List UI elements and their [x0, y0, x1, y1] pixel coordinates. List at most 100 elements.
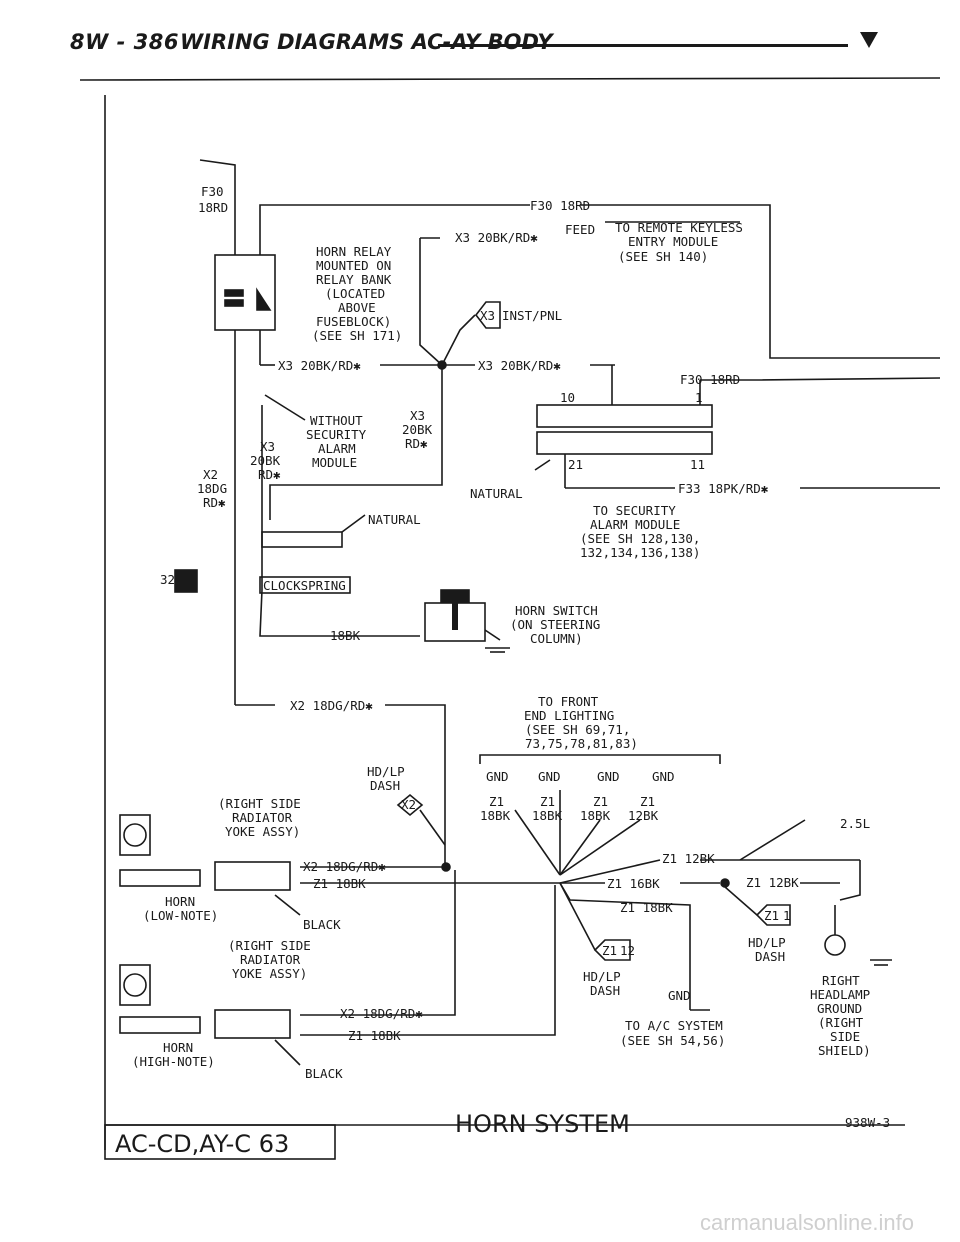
label-hdlp-m2: DASH — [590, 983, 620, 998]
label-x2-left-1: X2 — [203, 467, 218, 482]
arrow-natural-r — [534, 459, 551, 471]
label-without-2: SECURITY — [306, 427, 367, 442]
diagram-code-left: AC-CD,AY-C 63 — [115, 1130, 289, 1158]
connector-z1-1 — [755, 904, 791, 926]
label-without-4: MODULE — [312, 455, 357, 470]
label-horn-low-2: (LOW-NOTE) — [143, 908, 218, 923]
label-black-a: BLACK — [303, 917, 341, 932]
label-rh-2: HEADLAMP — [810, 987, 870, 1002]
relay-coil — [224, 289, 244, 297]
label-front-2: END LIGHTING — [524, 708, 614, 723]
label-rh-4: (RIGHT — [818, 1015, 864, 1030]
label-rsr-1b: RADIATOR — [232, 810, 293, 825]
label-keyless-1: TO REMOTE KEYLESS — [615, 220, 743, 235]
label-security-1: TO SECURITY — [593, 503, 676, 518]
label-x2-left-2: 18DG — [197, 481, 227, 496]
connector-z1-12 — [593, 939, 631, 961]
diagram-title: HORN SYSTEM — [455, 1110, 630, 1138]
label-rsr-2a: (RIGHT SIDE — [228, 938, 311, 953]
label-security-3: (SEE SH 128,130, — [580, 531, 700, 546]
label-horn-relay-4: (LOCATED — [325, 286, 385, 301]
label-x3-left-1: X3 — [260, 439, 275, 454]
arrow-without — [264, 394, 306, 421]
label-x3-v2: 20BK — [402, 422, 433, 437]
label-pin-11: 11 — [690, 457, 705, 472]
label-z1-12bk-a: 12BK — [628, 808, 659, 823]
arrow-natural-l — [341, 514, 366, 533]
label-x3-mid-right: X3 20BK/RD✱ — [478, 358, 561, 373]
label-horn-relay-1: HORN RELAY — [316, 244, 392, 259]
label-hdlp-r1: HD/LP — [748, 935, 786, 950]
label-horn-high-2: (HIGH-NOTE) — [132, 1054, 215, 1069]
label-f30: F30 — [201, 184, 224, 199]
label-z1-1n: 1 — [783, 908, 791, 923]
connector-x3-inst — [474, 301, 501, 329]
label-rsr-2c: YOKE ASSY) — [232, 966, 307, 981]
label-x3-v1: X3 — [410, 408, 425, 423]
label-z1-12n: 12 — [620, 943, 635, 958]
label-black-b: BLACK — [305, 1066, 343, 1081]
wire-x2-conn — [419, 809, 446, 846]
c32-connector-icon — [174, 569, 198, 593]
label-feed: FEED — [565, 222, 595, 237]
headlamp-ground-icon — [824, 934, 846, 956]
frame-top — [79, 77, 941, 81]
wire-z1-12 — [559, 882, 596, 951]
label-horn-relay-6: FUSEBLOCK) — [316, 314, 391, 329]
security-connector-bottom — [536, 431, 713, 455]
wire-x2-high — [300, 870, 456, 1016]
label-without-3: ALARM — [318, 441, 356, 456]
label-horn-relay-2: MOUNTED ON — [316, 258, 391, 273]
label-x2-18dg-c: X2 18DG/RD✱ — [340, 1006, 423, 1021]
label-z1-18bk-d: Z1 18BK — [348, 1028, 401, 1043]
label-f30-18rd-left: 18RD — [198, 200, 228, 215]
label-x2-conn: X2 — [401, 797, 416, 812]
label-keyless-2: ENTRY MODULE — [628, 234, 718, 249]
high-horn-connector — [119, 1016, 201, 1034]
label-rh-3: GROUND — [817, 1001, 862, 1016]
label-rh-1: RIGHT — [822, 973, 860, 988]
page-title: WIRING DIAGRAMS AC-AY BODY — [180, 30, 553, 54]
high-horn-plug — [214, 1009, 291, 1039]
label-z1-18bk-a2: 18BK — [532, 808, 563, 823]
security-connector-top — [536, 404, 713, 428]
label-18bk: 18BK — [330, 628, 361, 643]
label-z1-12bk-b: Z1 12BK — [662, 851, 715, 866]
label-z1-a3: Z1 — [593, 794, 608, 809]
wire-x3-inst — [441, 314, 476, 366]
wire-z1-12bk — [559, 859, 661, 884]
label-pin-21: 21 — [568, 457, 583, 472]
label-ac-2: (SEE SH 54,56) — [620, 1033, 725, 1048]
wire-18bk — [259, 405, 420, 637]
label-hdlp-m1: HD/LP — [583, 969, 621, 984]
label-front-3: (SEE SH 69,71, — [525, 722, 630, 737]
label-hdlp-top-1: HD/LP — [367, 764, 405, 779]
splice-z1 — [720, 878, 730, 888]
horn-switch-button-icon — [440, 589, 470, 603]
label-z1-a1: Z1 — [489, 794, 504, 809]
label-x3-mid-left: X3 20BK/RD✱ — [278, 358, 361, 373]
label-z1-18bk-b: Z1 18BK — [313, 876, 366, 891]
wire-f30-left — [199, 159, 236, 230]
label-gnd-3: GND — [597, 769, 620, 784]
label-pin-1: 1 — [695, 390, 703, 405]
low-horn-plug — [214, 861, 291, 891]
wire-x3-up — [419, 238, 443, 366]
label-f30-18rd-top: F30 18RD — [530, 198, 590, 213]
label-pin-10: 10 — [560, 390, 575, 405]
label-x3-left-2: 20BK — [250, 453, 281, 468]
connector-x2 — [396, 793, 424, 817]
label-rh-5: SIDE — [830, 1029, 860, 1044]
label-x3-20bk-top: X3 20BK/RD✱ — [455, 230, 538, 245]
label-horn-high-1: HORN — [163, 1040, 193, 1055]
label-security-2: ALARM MODULE — [590, 517, 680, 532]
label-horn-switch-1: HORN SWITCH — [515, 603, 598, 618]
high-horn-body — [119, 964, 151, 1006]
label-front-1: TO FRONT — [538, 694, 599, 709]
label-keyless-3: (SEE SH 140) — [618, 249, 708, 264]
wire-f30-feed-keyless — [580, 204, 940, 359]
label-horn-relay-3: RELAY BANK — [316, 272, 392, 287]
wire-gnd-2 — [514, 809, 561, 876]
label-z1-12bk-c: Z1 12BK — [746, 875, 799, 890]
